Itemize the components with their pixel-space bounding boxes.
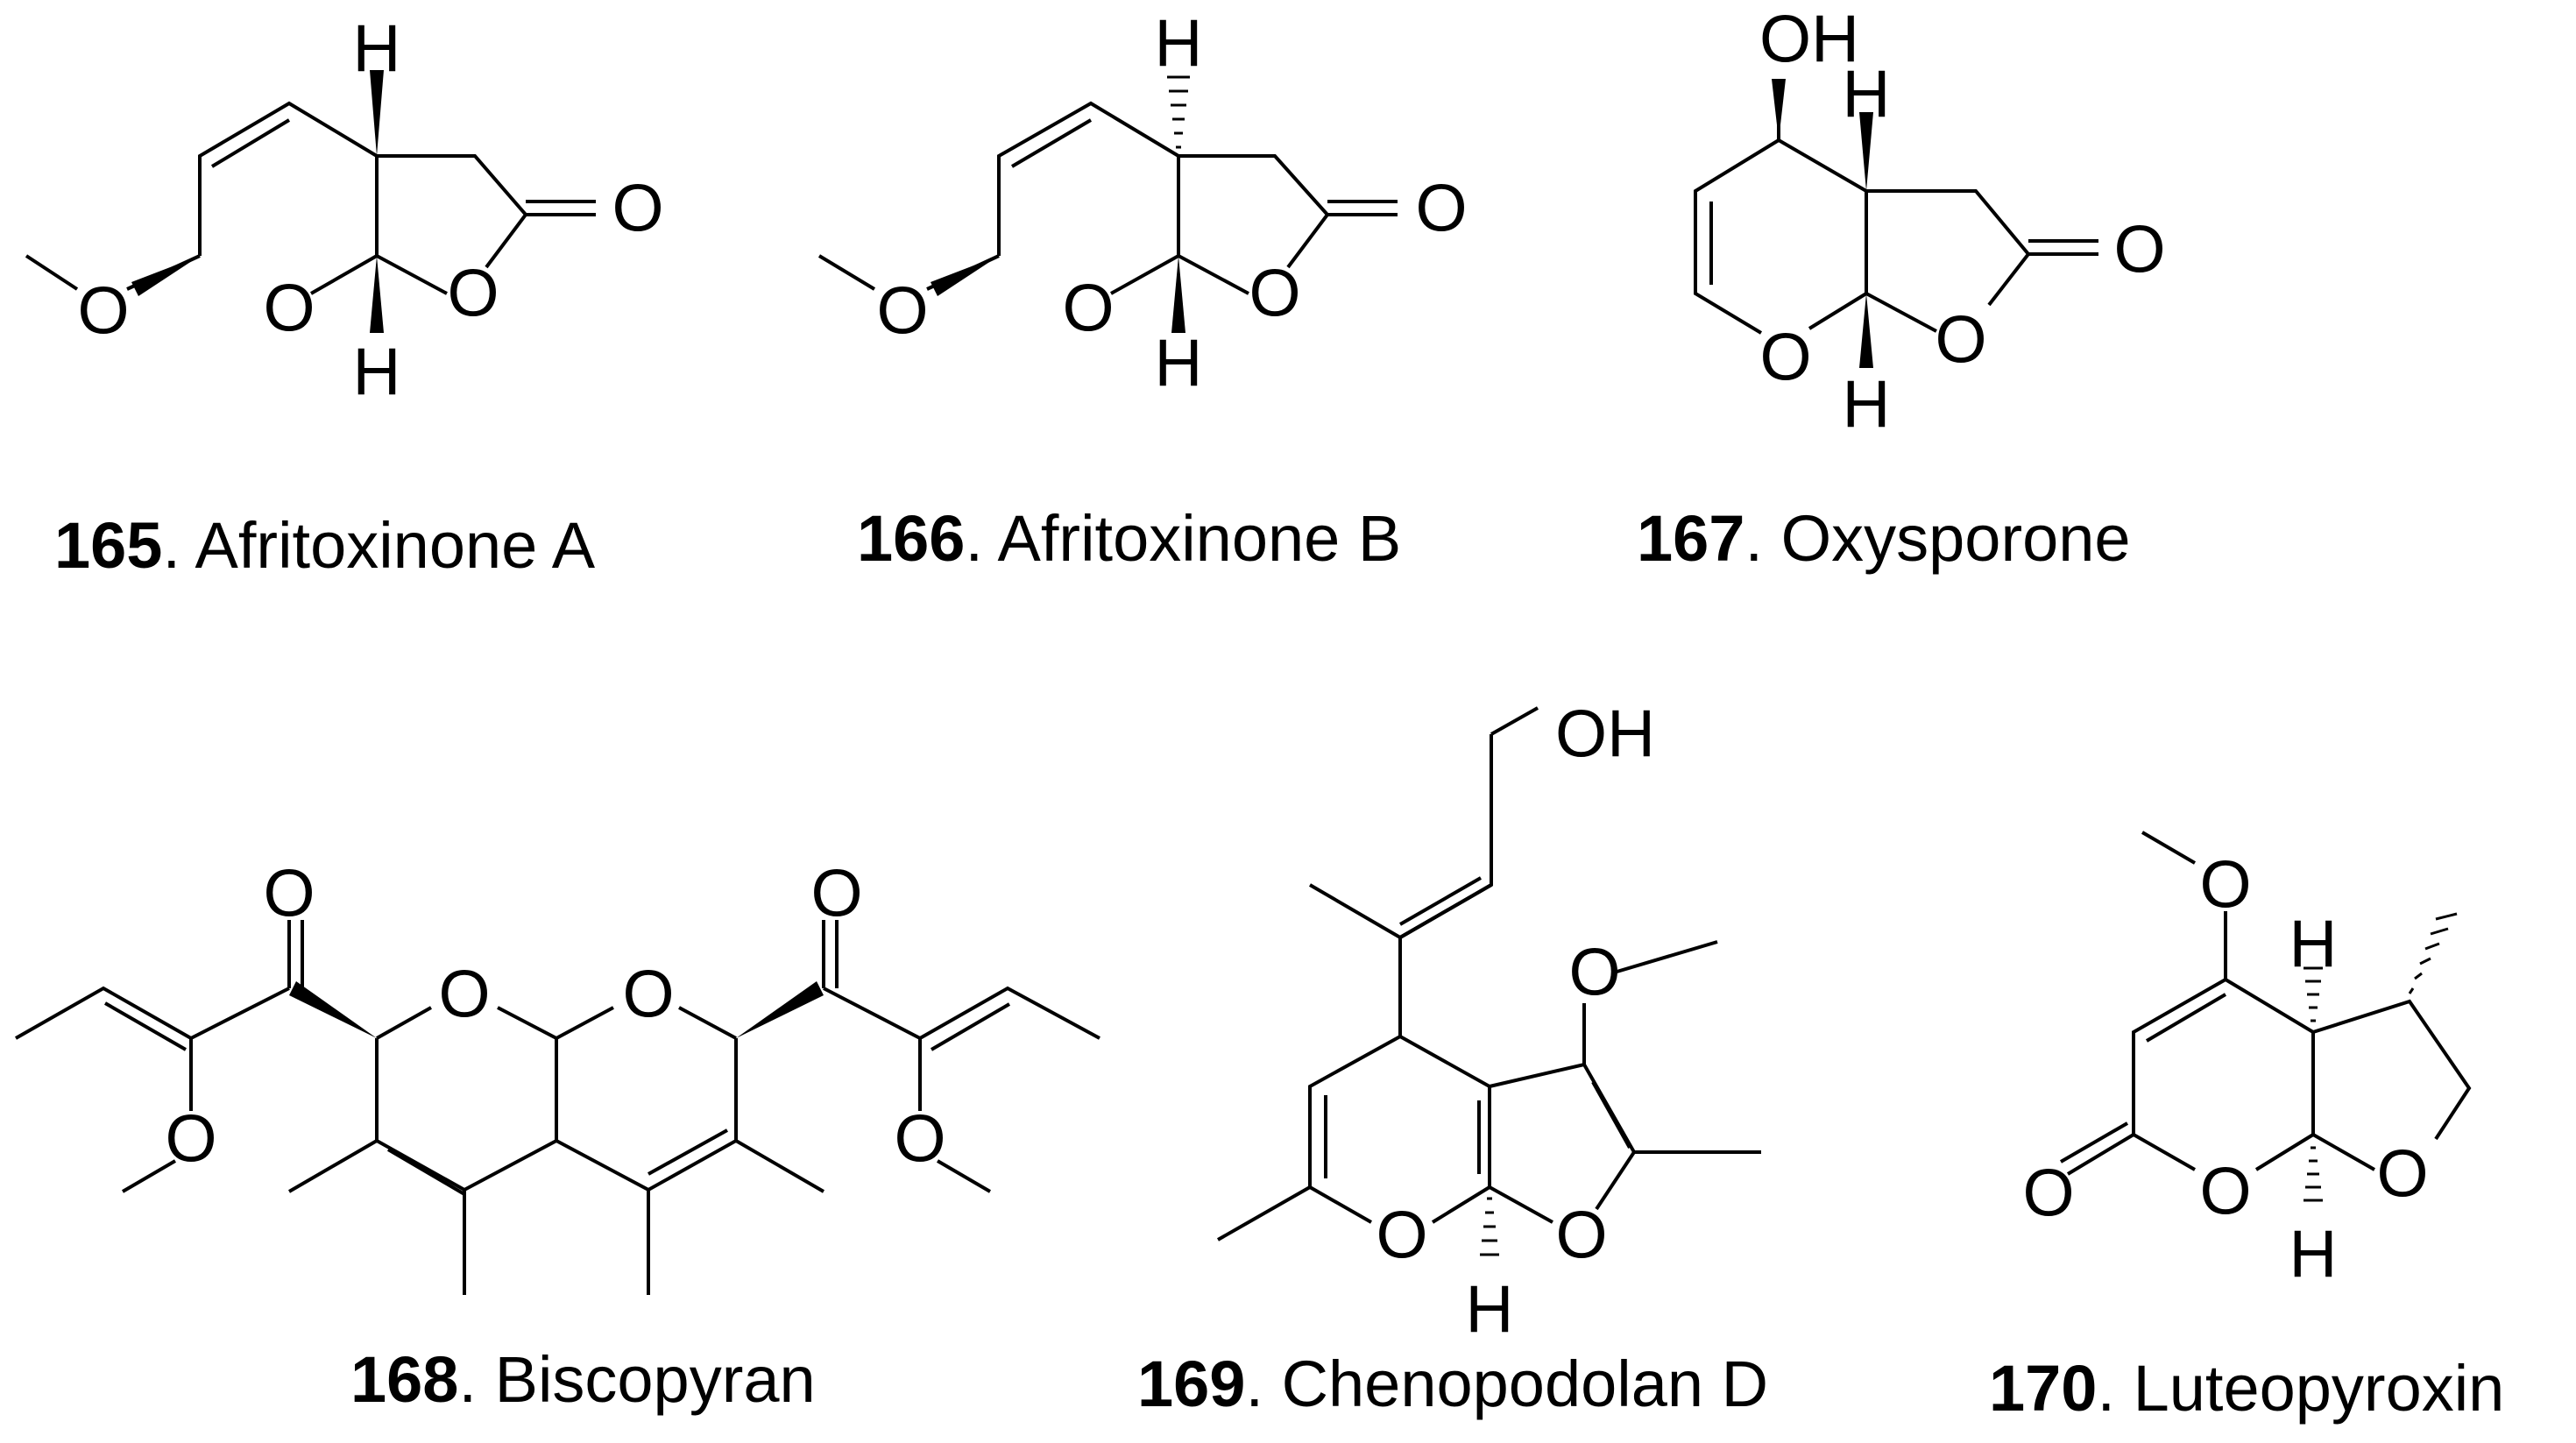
structure-169: OH O O O H <box>1217 697 1761 1348</box>
wedge-bond <box>131 256 200 296</box>
oxygen-label: O <box>1062 272 1114 346</box>
hydrogen-label: H <box>1155 327 1203 401</box>
oxygen-label: O <box>1555 1199 1607 1273</box>
oxygen-label: O <box>263 857 315 931</box>
hydrogen-label: H <box>353 12 401 87</box>
oxygen-label: O <box>438 958 490 1032</box>
caption-169: 169. Chenopodolan D <box>1137 1348 1768 1420</box>
hydrogen-label: H <box>1155 7 1203 81</box>
caption-166: 166. Afritoxinone B <box>857 502 1401 575</box>
hashed-bond <box>2304 1146 2323 1202</box>
oxygen-label: O <box>77 274 129 349</box>
structure-170: O H O O O H <box>2022 831 2472 1292</box>
structure-165: O O O O H H <box>25 12 664 410</box>
caption-170: 170. Luteopyroxin <box>1989 1352 2504 1425</box>
oxygen-label: O <box>876 274 928 349</box>
wedge-bond <box>1171 256 1185 333</box>
wedge-bond <box>736 981 824 1038</box>
wedge-bond <box>370 70 384 156</box>
hashed-bond <box>1167 75 1190 149</box>
oxygen-label: O <box>612 172 663 246</box>
hashed-bond <box>2304 966 2323 1022</box>
oxygen-label: O <box>894 1102 945 1177</box>
oxygen-label: O <box>810 857 862 931</box>
oxygen-label: O <box>2022 1157 2074 1231</box>
wedge-bond <box>289 981 377 1038</box>
hashed-bond <box>1480 1197 1499 1256</box>
oxygen-label: O <box>165 1102 216 1177</box>
caption-168: 168. Biscopyran <box>350 1343 816 1416</box>
wedge-bond <box>1859 294 1873 368</box>
hydrogen-label: H <box>1843 368 1891 442</box>
caption-165: 165. Afritoxinone A <box>54 509 596 582</box>
wedge-bond <box>1859 112 1873 191</box>
wedge-bond <box>1772 79 1786 140</box>
oxygen-label: O <box>1568 936 1620 1010</box>
caption-167: 167. Oxysporone <box>1637 502 2131 575</box>
oxygen-label: O <box>1935 303 1986 378</box>
hydrogen-label: H <box>1843 58 1891 132</box>
oxygen-label: O <box>622 958 674 1032</box>
oxygen-label: O <box>263 272 315 346</box>
wedge-bond <box>370 256 384 333</box>
oxygen-label: O <box>1249 257 1300 331</box>
hydrogen-label: H <box>353 336 401 410</box>
structure-166: O O O O H H <box>817 7 1468 401</box>
structure-168: O O O O O O <box>15 857 1100 1295</box>
hydroxyl-label: OH <box>1759 3 1859 77</box>
oxygen-label: O <box>1376 1199 1427 1273</box>
oxygen-label: O <box>2199 1155 2251 1229</box>
oxygen-label: O <box>1415 172 1467 246</box>
hydrogen-label: H <box>2289 1218 2338 1292</box>
structure-167: OH H O O O H <box>1694 3 2166 442</box>
oxygen-label: O <box>1759 321 1811 395</box>
oxygen-label: O <box>447 257 499 331</box>
hydrogen-label: H <box>2289 908 2338 982</box>
oxygen-label: O <box>2113 213 2165 287</box>
oxygen-label: O <box>2376 1137 2428 1212</box>
hydroxyl-label: OH <box>1555 697 1655 772</box>
wedge-bond <box>931 256 999 296</box>
hashed-bond <box>2408 912 2458 994</box>
oxygen-label: O <box>2199 848 2251 923</box>
hydrogen-label: H <box>1466 1273 1514 1348</box>
